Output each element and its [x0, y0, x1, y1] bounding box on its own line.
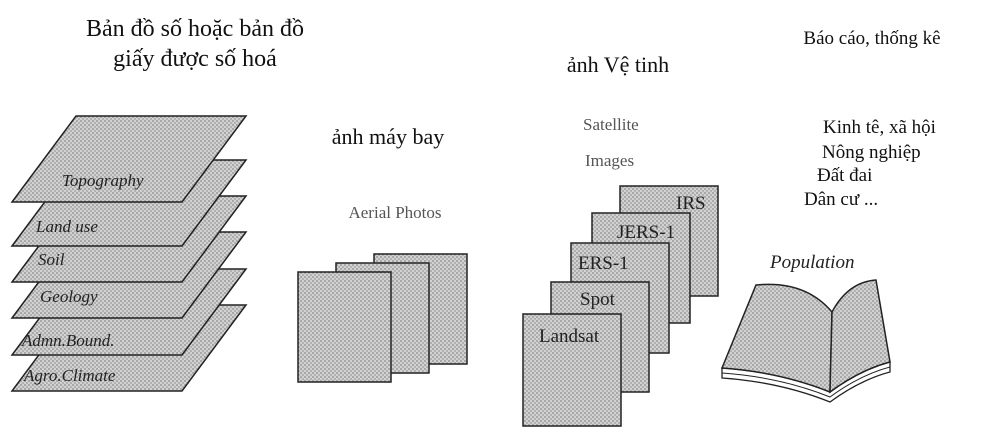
satellite-card-label: Spot — [580, 289, 616, 310]
satellite-caption-vn: ảnh Vệ tinh — [567, 52, 669, 77]
report-item: Dân cư ... — [804, 189, 878, 210]
satellite-card-label: IRS — [676, 193, 706, 214]
satellite-card-label: JERS-1 — [617, 222, 675, 243]
satellite-title-line1: Satellite — [583, 115, 639, 134]
layer-label-land-use: Land use — [35, 217, 98, 236]
aerial-photos-title: Aerial Photos — [348, 203, 441, 222]
reports-caption: Báo cáo, thống kê — [803, 28, 940, 49]
satellite-card-label: Landsat — [539, 326, 600, 347]
report-item: Đất đai — [817, 165, 872, 186]
digital-map-caption-line2: giấy được số hoá — [113, 46, 277, 72]
aerial-caption-vn: ảnh máy bay — [332, 124, 444, 149]
report-item: Nông nghiệp — [822, 142, 921, 163]
aerial-photo-sheet — [297, 271, 392, 383]
layer-sheet-topography — [10, 115, 248, 203]
aerial-photos-group: Aerial Photos — [297, 203, 468, 383]
digital-map-caption-line1: Bản đồ số hoặc bản đồ — [86, 16, 304, 42]
layer-label-admn-bound: Admn.Bound. — [21, 331, 115, 350]
satellite-title-line2: Images — [585, 151, 634, 170]
satellite-images-group: Satellite Images IRS JERS-1 ERS-1 Spot L… — [522, 115, 719, 427]
satellite-card-label: ERS-1 — [578, 253, 629, 274]
map-layer-stack: Topography Land use Soil Geology Admn.Bo… — [10, 115, 248, 392]
report-item: Kinh tê, xã hội — [823, 117, 936, 138]
satellite-card-landsat — [522, 313, 622, 427]
population-book-icon: Population — [720, 252, 891, 403]
layer-label-topography: Topography — [62, 171, 144, 190]
book-label: Population — [769, 252, 854, 273]
report-items: Kinh tê, xã hội Nông nghiệp Đất đai Dân … — [804, 117, 936, 210]
layer-label-geology: Geology — [40, 287, 98, 306]
layer-label-agro-climate: Agro.Climate — [23, 366, 116, 385]
layer-label-soil: Soil — [38, 250, 65, 269]
